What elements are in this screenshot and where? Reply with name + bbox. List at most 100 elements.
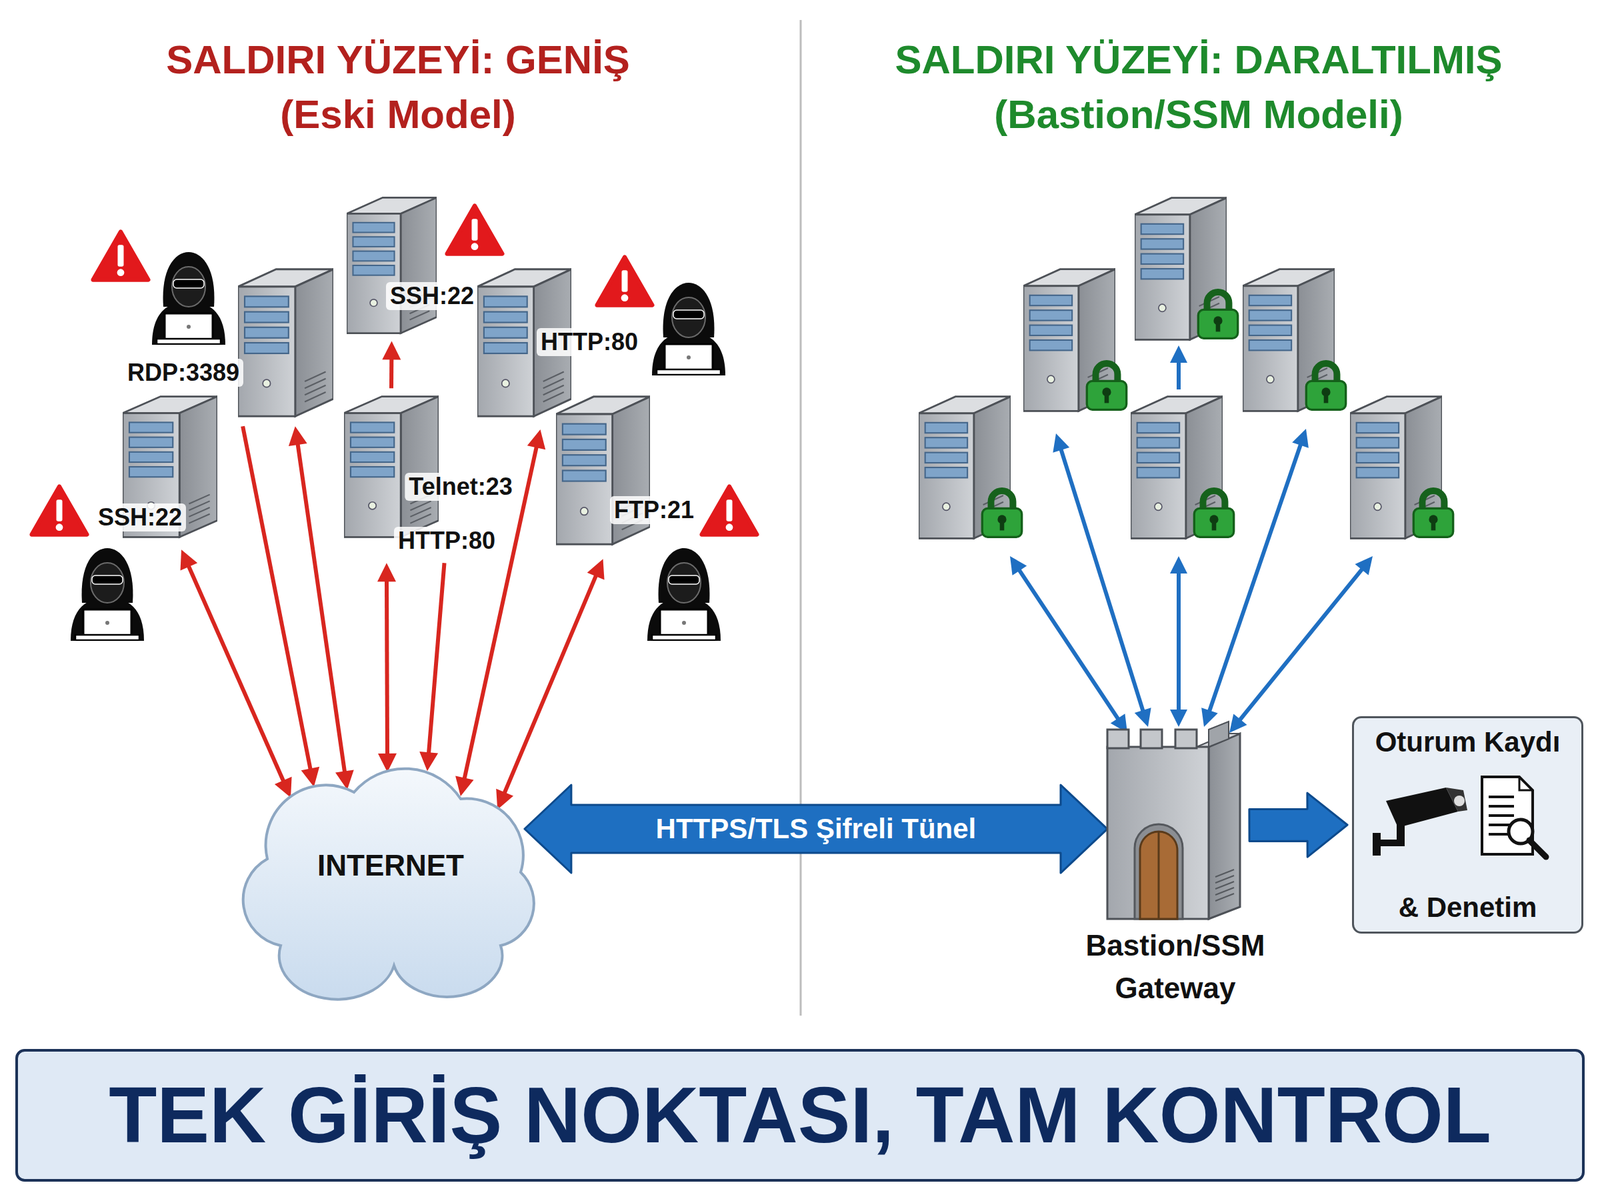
fat-arrow <box>1249 792 1348 857</box>
door-line <box>1158 832 1160 919</box>
lock-icon <box>1198 292 1238 338</box>
tower-front <box>1107 746 1209 919</box>
gateway-node: Bastion/SSM Gateway <box>1075 726 1276 1020</box>
lock-icon <box>1306 363 1346 410</box>
camera-icon <box>1372 787 1468 856</box>
lock-icon <box>1194 490 1234 537</box>
heading-text: (Bastion/SSM Modeli) <box>994 91 1403 138</box>
vent-line <box>1215 893 1234 901</box>
cloud-shape <box>243 768 534 1000</box>
node-shape <box>238 265 334 420</box>
arrow-head <box>1292 428 1309 448</box>
arrow-head <box>301 766 320 787</box>
server-node: FTP:21 <box>556 392 650 548</box>
arrow-head <box>1052 433 1070 453</box>
node-shape <box>344 392 439 541</box>
arrow-line <box>1238 566 1364 722</box>
protected-servers <box>918 198 1454 733</box>
server-node: HTTP:80 <box>477 265 572 420</box>
banner-text: TEK GİRİŞ NOKTASI, TAM KONTROL <box>108 1072 1492 1159</box>
arrow-head <box>1010 556 1027 576</box>
arrow-line <box>428 562 445 756</box>
arrow-head <box>1201 707 1218 727</box>
arrow-head <box>496 788 514 810</box>
vent-line <box>1215 869 1234 877</box>
node-shape <box>346 194 437 337</box>
attack-arrow <box>382 340 401 388</box>
lock-icon <box>982 490 1022 537</box>
merlon <box>1208 721 1229 747</box>
arrow-head <box>288 426 308 446</box>
arrow-line <box>503 572 598 796</box>
arrow-head <box>1229 714 1247 733</box>
arrow-head <box>1170 345 1188 363</box>
heading-text: (Eski Model) <box>280 91 516 138</box>
port-label: RDP:3389 <box>123 358 244 387</box>
tower-side <box>1208 733 1240 919</box>
tunnel-arrow <box>524 784 1108 873</box>
cloud-label: INTERNET <box>317 848 464 882</box>
arrow-head <box>1170 556 1188 574</box>
arrow-line <box>386 578 388 758</box>
heading-text: SALDIRI YÜZEYİ: DARALTILMIŞ <box>894 36 1502 83</box>
arrow-head <box>527 429 546 450</box>
port-label: SSH:22 <box>386 282 478 310</box>
fat-arrow <box>524 784 1108 873</box>
port-label: HTTP:80 <box>536 328 642 356</box>
port-label: Telnet:23 <box>404 472 516 501</box>
attack-arrow <box>496 558 604 810</box>
merlon <box>1175 729 1197 748</box>
server-icon <box>346 197 437 333</box>
arrow-head <box>587 558 605 580</box>
arrow-line <box>1176 570 1181 713</box>
server-icon <box>238 269 334 416</box>
merlon <box>1107 729 1129 748</box>
arrow-line <box>1208 442 1302 714</box>
banner-box: TEK GİRİŞ NOKTASI, TAM KONTROL <box>15 1048 1585 1182</box>
vent-line <box>1215 881 1234 889</box>
server-node: SSH:22 <box>346 194 437 337</box>
cloud-node: INTERNET <box>227 745 554 979</box>
tunnel-label: HTTPS/TLS Şifreli Tünel <box>656 812 977 845</box>
arrow-head <box>377 562 396 582</box>
port-label: SSH:22 <box>94 503 186 532</box>
log-label: Oturum Kaydı <box>1354 726 1582 758</box>
server-node: RDP:3389 <box>238 265 334 420</box>
arrow-head <box>1134 707 1152 727</box>
divider-line <box>800 20 802 1016</box>
server-icon <box>344 396 439 538</box>
attack-arrow <box>377 562 397 772</box>
door-frame <box>1134 824 1183 919</box>
server-node: SSH:22 <box>122 392 218 541</box>
arrow-head <box>274 776 292 798</box>
tunnel-arrow <box>1249 792 1348 857</box>
arrow-line <box>1176 359 1181 390</box>
arrow-line <box>1060 446 1144 714</box>
attack-arrow <box>242 426 320 787</box>
vent-line <box>1215 887 1234 895</box>
attack-arrow <box>419 562 444 771</box>
arrow-line <box>389 356 394 389</box>
server-node: Telnet:23HTTP:80 <box>344 392 439 541</box>
arrow-head <box>1170 709 1188 727</box>
heading-text: SALDIRI YÜZEYİ: GENİŞ <box>166 36 630 83</box>
arrow-head <box>1355 556 1373 575</box>
arrow-head <box>382 340 401 360</box>
arrow-head <box>419 751 438 771</box>
port-label: HTTP:80 <box>394 526 500 555</box>
node-shape <box>556 392 650 548</box>
document-icon <box>1482 776 1546 857</box>
gateway-label: Bastion/SSM Gateway <box>1075 924 1276 1010</box>
vent-line <box>1215 875 1234 883</box>
lock-icon <box>1413 490 1453 537</box>
door <box>1140 831 1178 919</box>
arrow-line <box>297 440 346 775</box>
arrow-line <box>187 563 285 784</box>
port-label: FTP:21 <box>610 496 698 524</box>
arrow-head <box>180 549 198 570</box>
log-box: Oturum Kaydı & Denetim <box>1352 716 1584 934</box>
log-label: & Denetim <box>1354 891 1582 924</box>
